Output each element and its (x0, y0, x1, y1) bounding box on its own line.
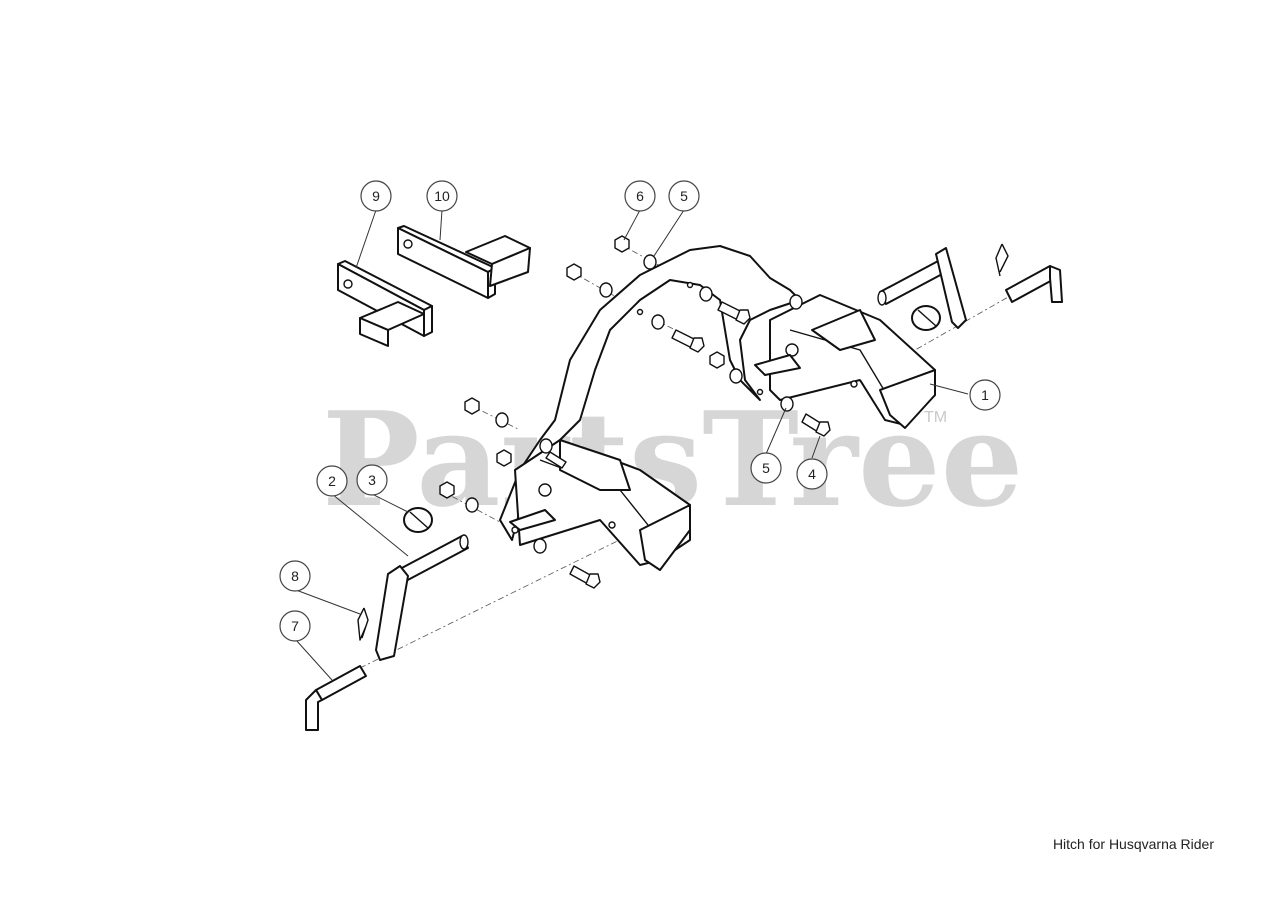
callout-6: 6 (624, 180, 656, 212)
callout-2: 2 (316, 465, 348, 497)
part-l-pin-7 (305, 665, 367, 731)
callout-label: 7 (291, 618, 299, 634)
callout-5-top: 5 (668, 180, 700, 212)
callout-label: 1 (981, 387, 989, 403)
part-hitch-pin-2 (375, 534, 469, 661)
callout-label: 5 (680, 188, 688, 204)
callout-label: 8 (291, 568, 299, 584)
callout-7: 7 (279, 610, 311, 642)
fasteners (439, 235, 831, 589)
part-hair-pin-8 (357, 607, 369, 641)
part-hitch-pin-right (877, 247, 967, 329)
callout-9: 9 (360, 180, 392, 212)
part-lock-disc-3 (403, 507, 433, 533)
callout-4: 4 (796, 458, 828, 490)
part-lock-disc-right (911, 305, 941, 331)
callout-1: 1 (969, 379, 1001, 411)
part-hair-pin-right (995, 243, 1009, 277)
callout-3: 3 (356, 464, 388, 496)
part-hitch-bracket-1 (499, 245, 936, 571)
diagram-caption: Hitch for Husqvarna Rider (1052, 836, 1214, 852)
callout-10: 10 (426, 180, 458, 212)
callout-label: 5 (762, 460, 770, 476)
callout-label: 10 (434, 188, 450, 204)
part-l-pin-right (1005, 265, 1063, 303)
watermark-tm: TM (924, 409, 947, 426)
callout-label: 4 (808, 466, 816, 482)
callout-8: 8 (279, 560, 311, 592)
callout-label: 9 (372, 188, 380, 204)
callout-label: 3 (368, 472, 376, 488)
callout-label: 6 (636, 188, 644, 204)
part-hitch-bar-10 (397, 225, 531, 299)
leader-lines (295, 209, 969, 681)
part-hitch-bar-9 (337, 260, 433, 347)
callout-5-bottom: 5 (750, 452, 782, 484)
callout-label: 2 (328, 473, 336, 489)
